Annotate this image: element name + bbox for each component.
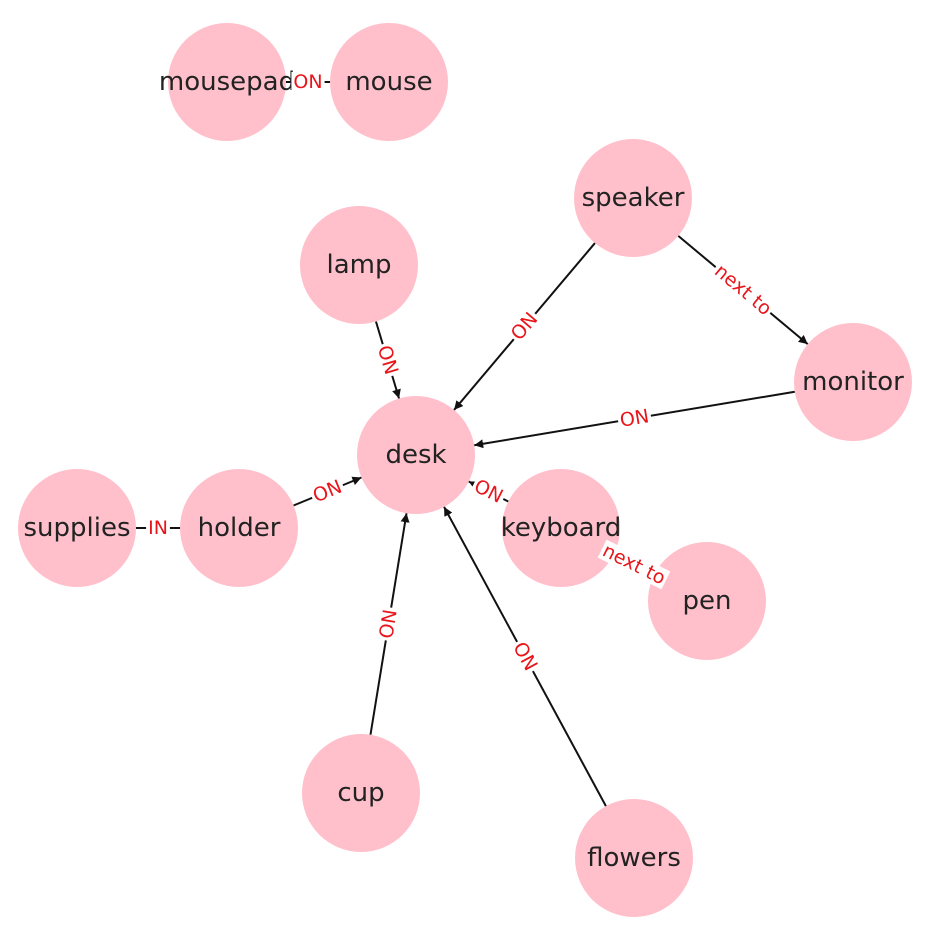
edge-label-group-keyboard-desk: ON — [469, 475, 508, 508]
edge-label: ON — [293, 71, 322, 93]
node-label-supplies: supplies — [23, 513, 130, 543]
node-circle-mousepad[interactable] — [168, 23, 286, 141]
node-circle-desk[interactable] — [357, 396, 475, 514]
node-mouse[interactable]: mouse — [330, 23, 448, 141]
node-circle-cup[interactable] — [302, 734, 420, 852]
node-circle-lamp[interactable] — [300, 206, 418, 324]
node-speaker[interactable]: speaker — [574, 139, 692, 257]
edge-label: next to — [710, 260, 776, 320]
node-circle-pen[interactable] — [648, 542, 766, 660]
node-holder[interactable]: holder — [180, 469, 298, 587]
edge-label-background — [375, 606, 402, 642]
node-label-lamp: lamp — [327, 250, 392, 280]
node-keyboard[interactable]: keyboard — [501, 469, 622, 587]
node-lamp[interactable]: lamp — [300, 206, 418, 324]
node-cup[interactable]: cup — [302, 734, 420, 852]
node-mousepad[interactable]: mousepad — [159, 23, 295, 141]
node-label-mousepad: mousepad — [159, 67, 295, 97]
node-circle-speaker[interactable] — [574, 139, 692, 257]
edge-label: ON — [507, 308, 543, 344]
node-monitor[interactable]: monitor — [794, 323, 912, 441]
node-circle-monitor[interactable] — [794, 323, 912, 441]
edge-label-background — [506, 307, 543, 346]
edge-label-background — [508, 637, 542, 676]
node-pen[interactable]: pen — [648, 542, 766, 660]
node-label-mouse: mouse — [345, 67, 432, 97]
edge-label-group-supplies-holder: IN — [146, 517, 170, 539]
edge-label-group-lamp-desk: ON — [373, 341, 402, 379]
edge-label-background — [469, 475, 508, 508]
edge-label-group-flowers-desk: ON — [508, 637, 542, 676]
edge-label-group-holder-desk: ON — [308, 475, 347, 508]
node-flowers[interactable]: flowers — [575, 799, 693, 917]
edge-label-group-mousepad-mouse: ON — [291, 71, 325, 93]
node-circle-flowers[interactable] — [575, 799, 693, 917]
edge-label: ON — [375, 608, 401, 640]
node-label-desk: desk — [385, 440, 446, 470]
edge-label-background — [146, 518, 170, 538]
edge-label-group-keyboard-pen: next to — [597, 539, 671, 590]
edge-label: ON — [618, 405, 650, 432]
node-label-flowers: flowers — [587, 843, 681, 873]
edge-label: IN — [148, 517, 168, 539]
node-label-holder: holder — [198, 513, 281, 543]
edge-label-background — [308, 475, 347, 508]
node-desk[interactable]: desk — [357, 396, 475, 514]
node-label-monitor: monitor — [802, 367, 904, 397]
edge-label-group-speaker-desk: ON — [506, 307, 543, 346]
node-circle-supplies[interactable] — [18, 469, 136, 587]
edge-label-group-speaker-monitor: next to — [709, 259, 777, 321]
edge-label: ON — [373, 343, 402, 377]
node-label-speaker: speaker — [582, 183, 685, 213]
node-circle-mouse[interactable] — [330, 23, 448, 141]
edge-label-background — [597, 539, 671, 590]
edge-label-group-cup-desk: ON — [375, 606, 402, 642]
node-circle-holder[interactable] — [180, 469, 298, 587]
edge-label-background — [291, 72, 325, 92]
node-label-cup: cup — [337, 778, 384, 808]
nodes-layer: mousepad mouse speaker lamp monitor desk suppl… — [18, 23, 912, 917]
node-label-keyboard: keyboard — [501, 513, 622, 543]
edge-label: ON — [508, 638, 541, 674]
edge-label: next to — [599, 540, 669, 590]
edge-label-background — [373, 341, 402, 379]
node-supplies[interactable]: supplies — [18, 469, 136, 587]
edge-label-background — [709, 259, 777, 321]
node-label-pen: pen — [683, 586, 732, 616]
node-circle-keyboard[interactable] — [502, 469, 620, 587]
edge-label-group-monitor-desk: ON — [616, 405, 653, 432]
edge-label-background — [616, 405, 653, 432]
